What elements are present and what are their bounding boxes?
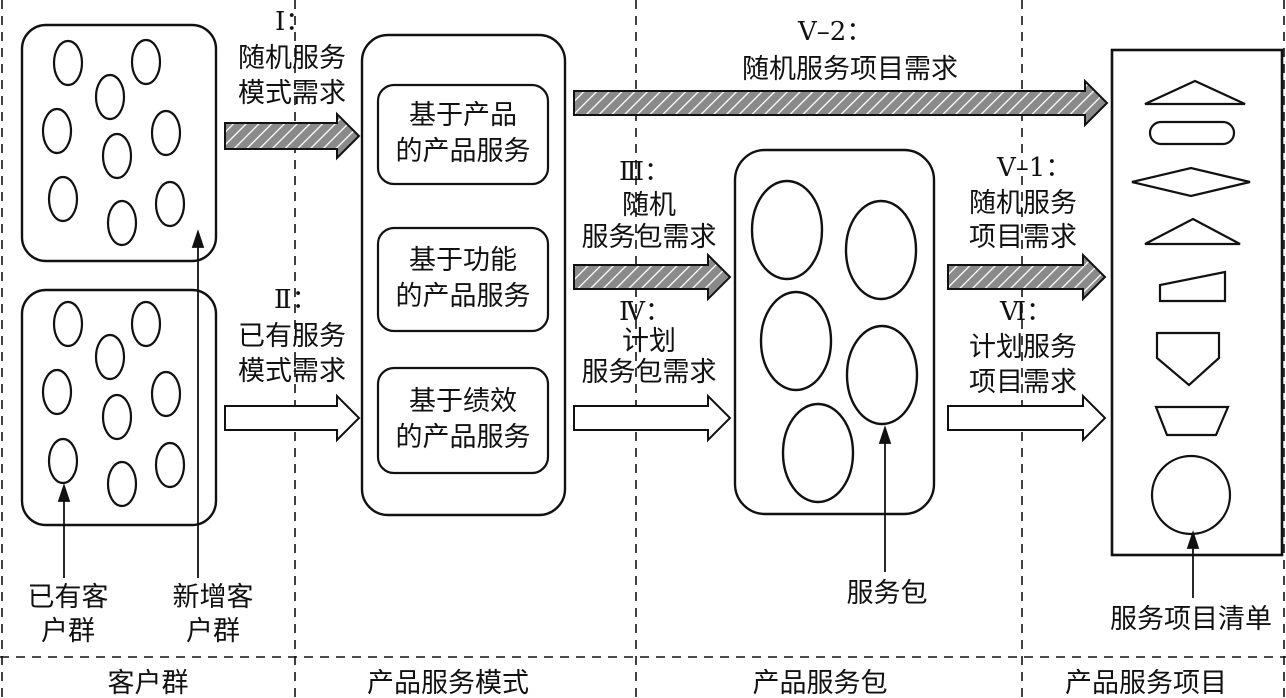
mode-product-line1: 基于产品 [409, 100, 517, 131]
service-item-list-label: 服务项目清单 [1110, 604, 1272, 635]
existing-customer-group-box [20, 288, 218, 527]
demand-6-number: Ⅵ： [999, 297, 1052, 327]
mode-product-line2: 的产品服务 [396, 136, 531, 167]
new-customers-label-line2: 户群 [186, 616, 240, 647]
arrow-random-item-demand [947, 252, 1107, 302]
column-title-customer-group: 客户群 [108, 668, 189, 698]
item-list-callout-pointer [1186, 530, 1200, 598]
service-package-box [733, 148, 936, 516]
demand-4-line2: 服务包需求 [582, 357, 717, 388]
column-title-service-mode: 产品服务模式 [367, 668, 529, 698]
arrow-planned-package-demand [573, 393, 732, 443]
existing-customers-label-line2: 户群 [41, 616, 95, 647]
demand-2-line2: 模式需求 [238, 356, 346, 387]
demand-2-number: Ⅱ： [274, 285, 318, 315]
new-customer-markers [41, 38, 186, 247]
new-customers-label-line1: 新增客 [173, 582, 254, 613]
demand-1-line1: 随机服务 [238, 43, 346, 74]
demand-5-1-number: Ⅴ–1： [996, 153, 1071, 183]
arrow-planned-item-demand [947, 393, 1107, 443]
new-customer-group-box [20, 23, 218, 263]
arrow-random-mode-demand [224, 111, 361, 161]
arrow-random-package-demand [573, 252, 732, 302]
package-callout-pointer [878, 425, 892, 572]
column-title-service-item: 产品服务项目 [1065, 668, 1227, 698]
existing-customer-markers [41, 300, 186, 508]
demand-5-2-number: Ⅴ–2： [797, 17, 872, 47]
existing-customers-label-line1: 已有客 [28, 582, 109, 613]
service-mode-container [360, 33, 567, 517]
demand-5-1-line1: 随机服务 [969, 188, 1077, 219]
mode-performance-line2: 的产品服务 [396, 422, 531, 453]
arrow-random-item-demand-top [573, 78, 1109, 128]
service-package-elements [750, 179, 919, 504]
mode-performance-line1: 基于绩效 [409, 386, 517, 417]
mode-box-product [376, 83, 550, 186]
service-item-shapes [1131, 79, 1251, 536]
demand-3-number: Ⅲ： [619, 157, 670, 187]
demand-6-line2: 项目需求 [969, 367, 1077, 398]
mode-box-function [376, 226, 550, 333]
demand-5-1-line2: 项目需求 [969, 222, 1077, 253]
mode-box-performance [376, 366, 550, 475]
flow-arrows [224, 78, 1109, 443]
demand-4-number: Ⅳ： [619, 297, 671, 327]
demand-2-line1: 已有服务 [238, 321, 346, 352]
service-item-list-box [1110, 48, 1284, 557]
demand-4-line1: 计划 [622, 326, 676, 357]
column-title-service-package: 产品服务包 [753, 668, 888, 698]
demand-6-line1: 计划服务 [969, 332, 1077, 363]
service-package-label: 服务包 [847, 578, 928, 609]
customer-callout-pointers [57, 229, 205, 578]
demand-3-line1: 随机 [622, 190, 676, 221]
mode-function-line1: 基于功能 [409, 245, 517, 276]
demand-1-number: Ⅰ： [275, 7, 311, 37]
demand-5-2-line1: 随机服务项目需求 [742, 54, 958, 85]
demand-3-line2: 服务包需求 [582, 222, 717, 253]
mode-function-line2: 的产品服务 [396, 281, 531, 312]
demand-1-line2: 模式需求 [238, 78, 346, 109]
arrow-existing-mode-demand [224, 393, 361, 443]
